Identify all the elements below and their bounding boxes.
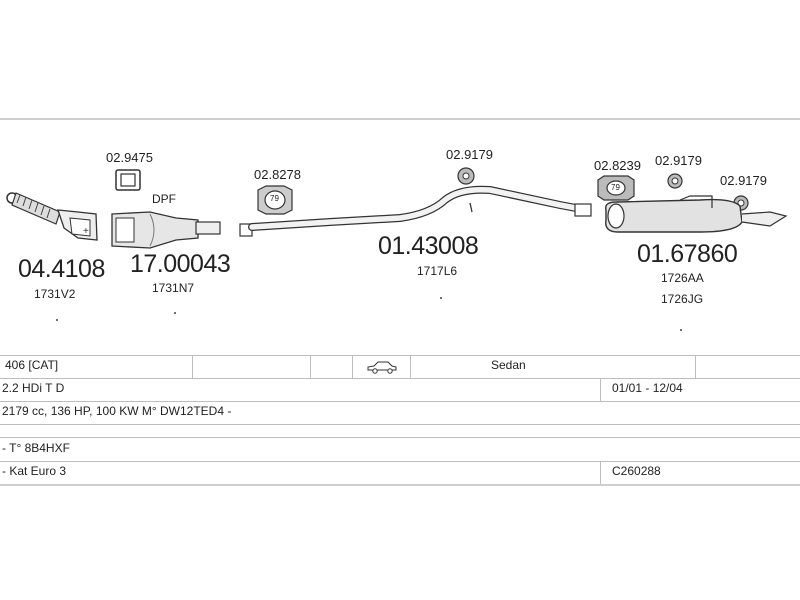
rear-muffler-number: 01.67860 bbox=[637, 240, 738, 268]
mid-hanger-part[interactable] bbox=[457, 167, 475, 185]
table-row: - T° 8B4HXF bbox=[0, 438, 800, 461]
mid-pipe-part[interactable] bbox=[239, 185, 592, 237]
dpf-gasket-part[interactable] bbox=[115, 169, 141, 191]
exhaust-diagram: + bbox=[6, 167, 788, 331]
dpf-gasket-number: 02.9475 bbox=[106, 150, 153, 165]
rear-muffler-ref-1: 1726AA bbox=[661, 271, 704, 285]
catalog-code-cell: C260288 bbox=[612, 464, 661, 478]
specs-cell: 2179 cc, 136 HP, 100 KW M° DW12TED4 - bbox=[2, 404, 232, 418]
type-code-cell: - T° 8B4HXF bbox=[2, 441, 70, 455]
top-border bbox=[0, 118, 800, 120]
rear-clamp-number: 02.8239 bbox=[594, 158, 641, 173]
mid-pipe-number: 01.43008 bbox=[378, 232, 479, 260]
years-cell: 01/01 - 12/04 bbox=[612, 381, 683, 395]
table-row: 406 [CAT] Sedan bbox=[0, 355, 800, 378]
rear-muffler-part[interactable] bbox=[605, 195, 788, 233]
flex-pipe-number: 04.4108 bbox=[18, 255, 105, 283]
rear-hanger-part-1[interactable] bbox=[667, 173, 683, 189]
table-row: 2179 cc, 136 HP, 100 KW M° DW12TED4 - bbox=[0, 401, 800, 424]
sedan-car-icon bbox=[366, 360, 398, 379]
dpf-label: DPF bbox=[152, 192, 176, 206]
table-row: 2.2 HDi T D 01/01 - 12/04 bbox=[0, 378, 800, 401]
rear-clamp-badge: 79 bbox=[611, 183, 620, 192]
mid-hanger-number: 02.9179 bbox=[446, 147, 493, 162]
svg-text:+: + bbox=[83, 226, 89, 237]
dpf-ref: 1731N7 bbox=[152, 281, 195, 295]
rear-muffler-ref-2: 1726JG bbox=[661, 292, 704, 306]
dpf-number: 17.00043 bbox=[130, 250, 231, 278]
body-cell: Sedan bbox=[491, 358, 526, 372]
front-clamp-part[interactable] bbox=[257, 185, 293, 215]
flex-pipe-ref: 1731V2 bbox=[34, 287, 76, 301]
dpf-part[interactable] bbox=[111, 211, 221, 249]
front-clamp-number: 02.8278 bbox=[254, 167, 301, 182]
emission-cell: - Kat Euro 3 bbox=[2, 464, 67, 478]
rear-hanger-number-2: 02.9179 bbox=[720, 173, 767, 188]
engine-cell: 2.2 HDi T D bbox=[2, 381, 65, 395]
rear-clamp-part[interactable] bbox=[597, 175, 635, 201]
table-row: - Kat Euro 3 C260288 bbox=[0, 461, 800, 484]
model-cell: 406 [CAT] bbox=[5, 358, 59, 372]
mid-pipe-ref: 1717L6 bbox=[417, 264, 458, 278]
front-clamp-badge: 79 bbox=[270, 194, 279, 203]
rear-hanger-number-1: 02.9179 bbox=[655, 153, 702, 168]
flex-pipe-part[interactable]: + bbox=[6, 192, 98, 241]
